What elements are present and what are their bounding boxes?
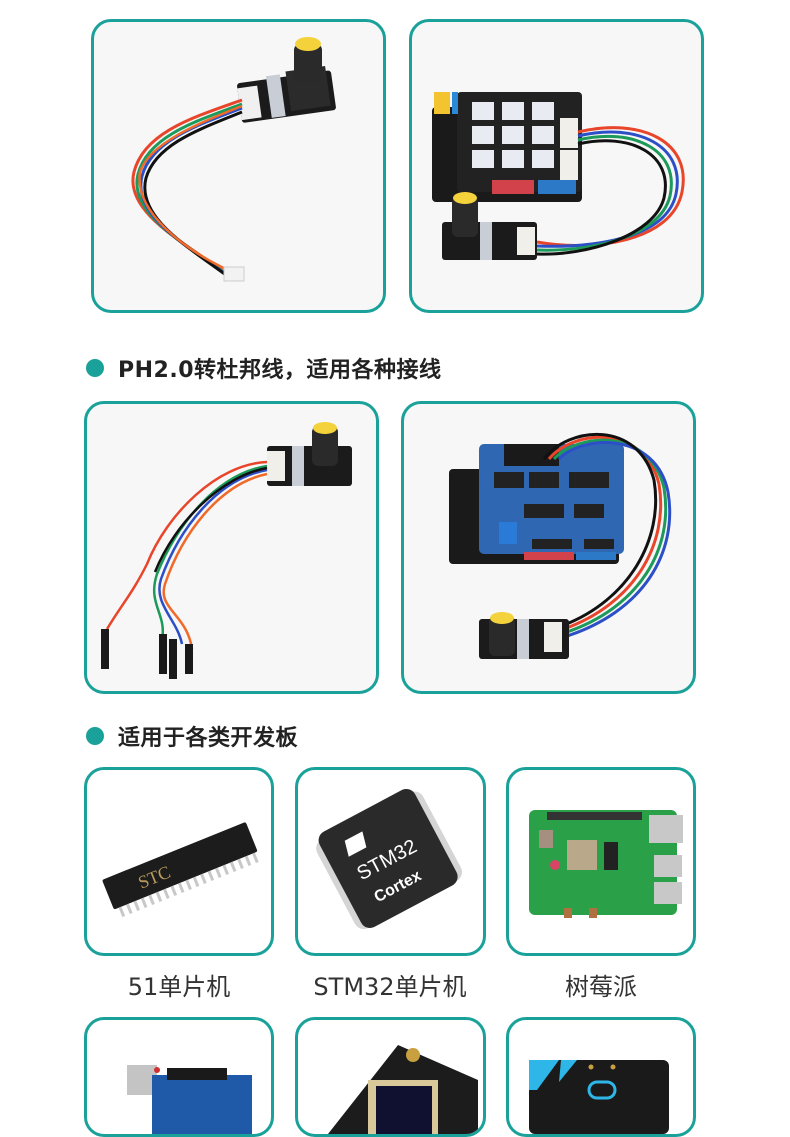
sensor-shield-image [449, 433, 672, 659]
section-heading-dev-boards: 适用于各类开发板 [86, 720, 298, 752]
bullet-dot-icon [86, 359, 104, 377]
board-card-controller [295, 1017, 486, 1137]
raspberry-pi-image [529, 810, 683, 918]
stc-chip-image: STC [102, 822, 259, 918]
product-photo-sensor-shield [401, 401, 696, 694]
board-label-51: 51单片机 [127, 973, 231, 1001]
section-title: 适用于各类开发板 [118, 726, 299, 751]
arduino-uno-image [127, 1065, 252, 1134]
stm32-chip-image: STM32 Cortex [316, 788, 462, 930]
board-label-raspberry-pi: 树莓派 [565, 973, 637, 1001]
board-card-raspberry-pi [506, 767, 696, 956]
controller-board-image [328, 1045, 478, 1134]
bullet-dot-icon [86, 727, 104, 745]
board-card-51: STC [84, 767, 274, 956]
dupont-cable-image [101, 422, 352, 679]
product-photo-dupont-cable [84, 401, 379, 694]
encoder-module-image [131, 37, 336, 282]
product-photo-encoder-shield [409, 19, 704, 313]
board-card-microbit [506, 1017, 696, 1137]
board-card-arduino [84, 1017, 274, 1137]
board-label-stm32: STM32单片机 [313, 973, 467, 1001]
product-photo-encoder-cable [91, 19, 386, 313]
section-heading-ph2-dupont: PH2.0转杜邦线，适用各种接线 [86, 352, 442, 384]
microbit-image [529, 1060, 669, 1134]
board-card-stm32: STM32 Cortex [295, 767, 486, 956]
section-title: PH2.0转杜邦线，适用各种接线 [118, 358, 442, 383]
shield-connection-image [432, 92, 685, 260]
